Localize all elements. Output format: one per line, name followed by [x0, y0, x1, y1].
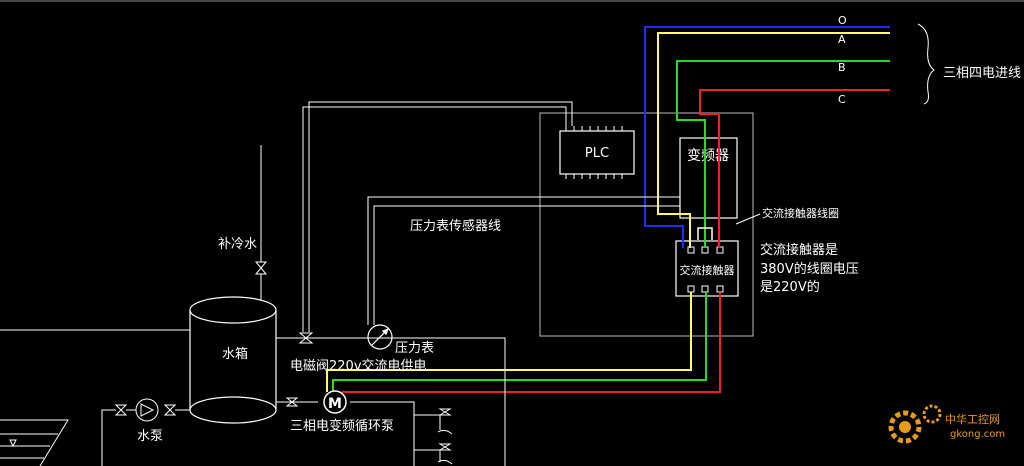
phase-a-label: A: [838, 33, 846, 46]
pool-shape: [0, 419, 69, 466]
note-line3: 是220V的: [760, 279, 820, 295]
inverter-module: 变频器: [679, 137, 738, 219]
phase-c-label: C: [838, 93, 846, 106]
watermark-en: gkong.com: [950, 429, 1005, 440]
water-pump: [101, 398, 190, 466]
contactor-module: 交流接触器: [675, 240, 739, 297]
motor-symbol: M: [328, 396, 342, 412]
branch-valves: [414, 408, 453, 465]
control-cabinet: [539, 112, 754, 337]
makeup-water-label: 补冷水: [218, 237, 257, 252]
watermark-logo: 中华工控网 gkong.com: [888, 404, 1005, 444]
phase-b-label: B: [838, 61, 846, 74]
tank-label: 水箱: [222, 346, 248, 362]
gauge-label: 压力表: [395, 341, 434, 356]
motor-inlet-valve: [285, 397, 299, 407]
pump-label: 水泵: [137, 429, 163, 444]
sensor-line-label: 压力表传感器线: [410, 218, 501, 234]
inverter-label: 变频器: [687, 148, 729, 164]
contactor-coil-label: 交流接触器线圈: [762, 206, 839, 220]
circulation-motor: M: [323, 390, 347, 414]
circ-pump-label: 三相电变频循环泵: [290, 418, 394, 434]
note-line1: 交流接触器是: [760, 242, 838, 258]
pressure-gauge: [367, 324, 393, 350]
motor-wires: [326, 292, 721, 393]
plc-module: PLC: [559, 126, 635, 179]
solenoid-label: 电磁阀220v交流电供电: [290, 358, 427, 374]
solenoid-valve: [298, 332, 314, 344]
water-tank: [189, 296, 277, 424]
watermark-cn: 中华工控网: [945, 412, 1000, 426]
main-pipe: [276, 337, 506, 466]
incoming-label: 三相四电进线: [943, 66, 1021, 81]
contactor-label: 交流接触器: [680, 263, 735, 277]
plc-label: PLC: [585, 146, 609, 161]
incoming-brace: [917, 23, 935, 105]
sensor-wires: [367, 196, 680, 325]
plc-solenoid-wires: [302, 101, 573, 332]
phase-o-label: O: [838, 14, 847, 27]
makeup-water-pipe: [254, 145, 268, 300]
note-line2: 380V的线圈电压: [760, 261, 859, 277]
